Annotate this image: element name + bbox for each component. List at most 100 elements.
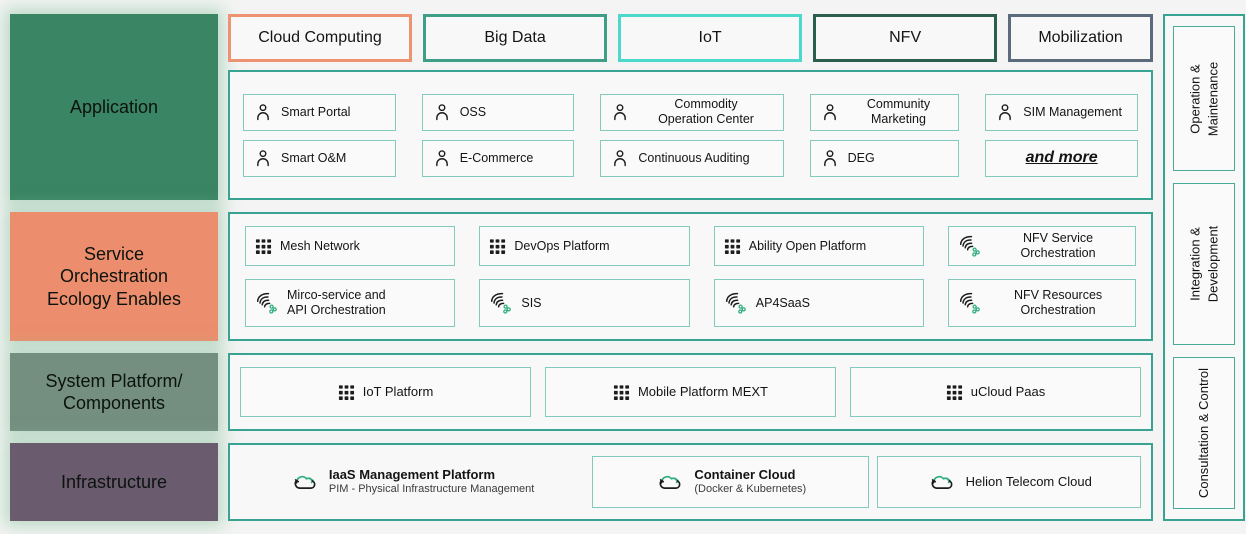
grid-icon bbox=[489, 238, 506, 255]
orchestration-icon bbox=[958, 235, 982, 258]
sim-management-label: SIM Management bbox=[1023, 104, 1122, 119]
ability-open-platform-item: Ability Open Platform bbox=[713, 226, 925, 266]
container-cloud-subtitle: (Docker & Kubernetes) bbox=[694, 483, 807, 496]
sis-item: SIS bbox=[479, 279, 690, 327]
person-icon bbox=[820, 102, 840, 122]
ap4saas-label: AP4SaaS bbox=[755, 295, 810, 310]
tab-label: Mobilization bbox=[1038, 29, 1123, 46]
mirco-service-and-api-orchestration-item: Mirco-service and API Orchestration bbox=[245, 279, 456, 327]
community-marketing-item: Community Marketing bbox=[809, 93, 960, 131]
sis-label: SIS bbox=[521, 295, 542, 310]
system-platform-panel: IoT Platform Mobile Platform MEXT uCloud P… bbox=[228, 353, 1153, 431]
person-icon bbox=[610, 148, 630, 168]
application-row: Cloud Computing Big Data IoT NFV Mobilizatio… bbox=[228, 14, 1153, 200]
container-cloud-title: Container Cloud bbox=[694, 467, 796, 483]
operation-maintenance-label: Operation & Maintenance bbox=[1187, 61, 1220, 136]
cloud-sync-icon bbox=[290, 471, 319, 494]
person-icon bbox=[432, 148, 452, 168]
deg-item: DEG bbox=[809, 139, 960, 177]
sim-management-item: SIM Management bbox=[985, 93, 1138, 131]
grid-icon bbox=[613, 384, 630, 401]
helion-telecom-cloud-title: Helion Telecom Cloud bbox=[965, 474, 1092, 490]
iaas-management-platform-subtitle: PIM - Physical Infrastructure Management bbox=[328, 483, 535, 496]
tab-label: NFV bbox=[889, 29, 922, 46]
commodity-operation-center-item: Commodity Operation Center bbox=[600, 93, 784, 131]
iot-platform-label: IoT Platform bbox=[362, 384, 434, 400]
consultation-control-label: Consultation & Control bbox=[1196, 367, 1212, 498]
mirco-service-and-api-orchestration-label: Mirco-service and API Orchestration bbox=[287, 288, 386, 317]
continuous-auditing-label: Continuous Auditing bbox=[638, 150, 750, 165]
devops-platform-item: DevOps Platform bbox=[479, 226, 690, 266]
person-icon bbox=[253, 102, 273, 122]
orchestration-icon bbox=[724, 292, 748, 315]
cloud-sync-icon bbox=[927, 471, 956, 494]
layer-label-infrastructure: Infrastructure bbox=[10, 443, 218, 521]
tab-nfv: NFV bbox=[813, 14, 998, 62]
layer-label-service-orchestration: Service Orchestration Ecology Enables bbox=[10, 212, 218, 341]
mesh-network-label: Mesh Network bbox=[280, 238, 360, 253]
tab-cloud-computing: Cloud Computing bbox=[228, 14, 413, 62]
iot-platform-item: IoT Platform bbox=[240, 367, 531, 417]
tab-mobilization: Mobilization bbox=[1008, 14, 1153, 62]
devops-platform-label: DevOps Platform bbox=[514, 238, 610, 253]
and-more-item: and more bbox=[985, 139, 1138, 177]
orchestration-icon bbox=[489, 292, 513, 315]
iaas-management-platform-title: IaaS Management Platform bbox=[328, 467, 496, 483]
community-marketing-label: Community Marketing bbox=[866, 97, 931, 126]
grid-icon bbox=[338, 384, 355, 401]
ability-open-platform-label: Ability Open Platform bbox=[748, 238, 867, 253]
deg-label: DEG bbox=[847, 150, 875, 165]
helion-telecom-cloud-item: Helion Telecom Cloud bbox=[877, 456, 1141, 508]
operation-maintenance-box: Operation & Maintenance bbox=[1173, 26, 1235, 172]
nfv-service-orchestration-label: NFV Service Orchestration bbox=[1020, 231, 1096, 260]
mobile-platform-mext-item: Mobile Platform MEXT bbox=[545, 367, 836, 417]
continuous-auditing-item: Continuous Auditing bbox=[600, 139, 784, 177]
commodity-operation-center-label: Commodity Operation Center bbox=[658, 97, 754, 126]
domain-tabs: Cloud Computing Big Data IoT NFV Mobilizatio… bbox=[228, 14, 1153, 62]
and-more-label: and more bbox=[1025, 148, 1098, 166]
tab-iot: IoT bbox=[618, 14, 803, 62]
mesh-network-item: Mesh Network bbox=[245, 226, 456, 266]
smart-portal-item: Smart Portal bbox=[243, 93, 396, 131]
smart-o-m-item: Smart O&M bbox=[243, 139, 396, 177]
oss-item: OSS bbox=[421, 93, 575, 131]
nfv-service-orchestration-item: NFV Service Orchestration bbox=[948, 226, 1136, 266]
layer-label-application: Application bbox=[10, 14, 218, 200]
grid-icon bbox=[946, 384, 963, 401]
ap4saas-item: AP4SaaS bbox=[713, 279, 925, 327]
person-icon bbox=[432, 102, 452, 122]
e-commerce-item: E-Commerce bbox=[421, 139, 575, 177]
layer-label-system-platform: System Platform/ Components bbox=[10, 353, 218, 431]
ucloud-paas-item: uCloud Paas bbox=[850, 367, 1141, 417]
tab-label: Big Data bbox=[484, 29, 546, 46]
tab-label: IoT bbox=[698, 29, 722, 46]
orchestration-icon bbox=[958, 292, 982, 315]
integration-development-box: Integration & Development bbox=[1173, 183, 1235, 345]
grid-icon bbox=[724, 238, 741, 255]
person-icon bbox=[995, 102, 1015, 122]
infra-text: Container Cloud(Docker & Kubernetes) bbox=[694, 467, 806, 496]
grid-icon bbox=[255, 238, 272, 255]
tab-label: Cloud Computing bbox=[258, 29, 382, 46]
person-icon bbox=[820, 148, 840, 168]
cloud-sync-icon bbox=[655, 471, 684, 494]
person-icon bbox=[253, 148, 273, 168]
smart-o-m-label: Smart O&M bbox=[281, 150, 347, 165]
smart-portal-label: Smart Portal bbox=[281, 104, 351, 119]
e-commerce-label: E-Commerce bbox=[459, 150, 534, 165]
tab-big-data: Big Data bbox=[423, 14, 608, 62]
integration-development-label: Integration & Development bbox=[1187, 225, 1220, 303]
nfv-resources-orchestration-item: NFV Resources Orchestration bbox=[948, 279, 1136, 327]
nfv-resources-orchestration-label: NFV Resources Orchestration bbox=[1013, 288, 1103, 317]
consultation-control-box: Consultation & Control bbox=[1173, 356, 1235, 509]
ucloud-paas-label: uCloud Paas bbox=[970, 384, 1046, 400]
application-panel: Smart Portal OSS Commodity Operation Cente… bbox=[228, 70, 1153, 200]
oss-label: OSS bbox=[459, 104, 487, 119]
mobile-platform-mext-label: Mobile Platform MEXT bbox=[637, 384, 769, 400]
service-orchestration-panel: Mesh Network DevOps Platform Ability Open … bbox=[228, 212, 1153, 341]
